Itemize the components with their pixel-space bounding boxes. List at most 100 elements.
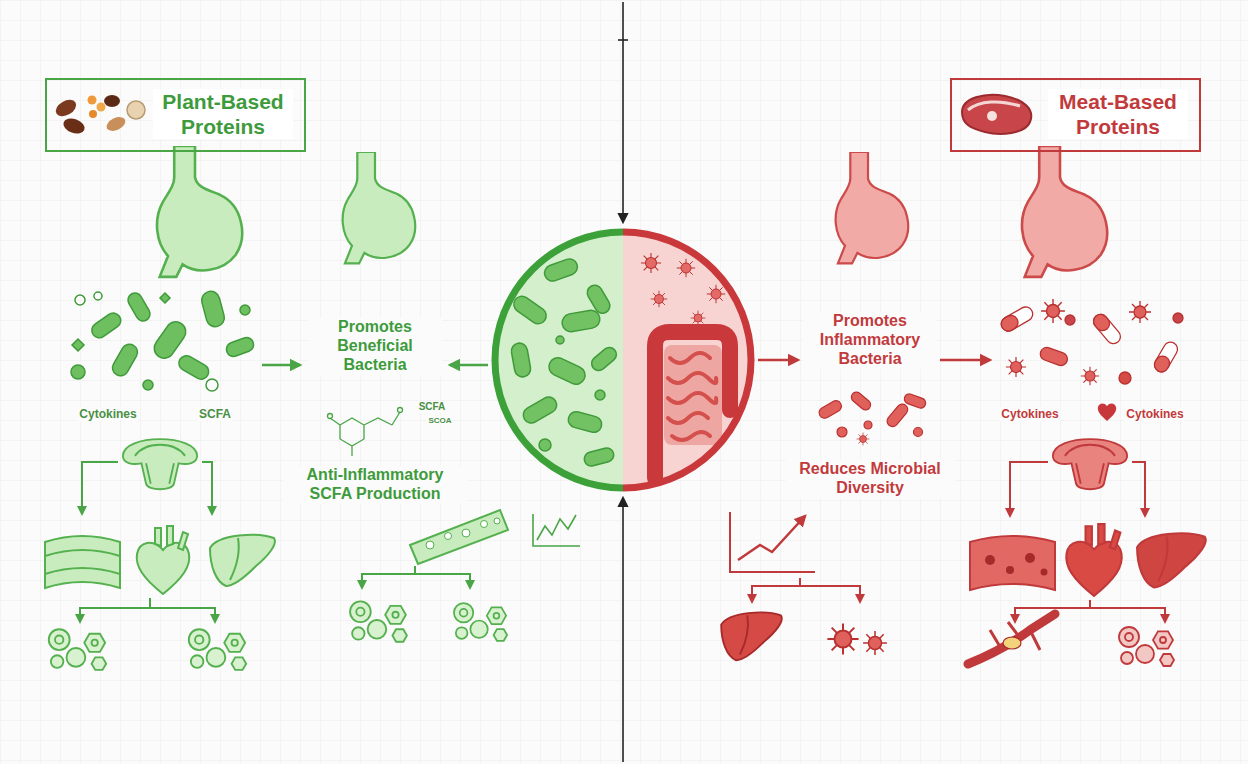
marker-label: Cytokines: [1124, 407, 1185, 421]
plant-food-icon: [127, 101, 145, 119]
inflammatory-bacteria: [914, 428, 923, 437]
beneficial-bacteria: [589, 345, 619, 374]
beneficial-bacteria: [595, 390, 605, 400]
cell-cluster: [350, 601, 407, 641]
virus-icon: [827, 623, 858, 654]
inflammatory-bacteria: [1173, 313, 1183, 323]
inflammatory-bacteria: [864, 421, 872, 429]
trend-chart-icon: [730, 512, 815, 572]
marker-label: SCFA: [197, 407, 233, 421]
beneficial-bacteria: [511, 293, 550, 327]
organ-icon: [45, 439, 275, 594]
organ-icon: [45, 536, 120, 588]
plant-food-icon: [88, 96, 97, 105]
branch-arrow: [1090, 608, 1165, 622]
branch-arrow: [752, 578, 860, 602]
virus-icon: [827, 623, 886, 654]
beneficial-bacteria: [583, 446, 616, 467]
bacteria-cluster: [125, 291, 152, 324]
blood-vessel-icon: [494, 518, 500, 524]
bacteria-cluster: [206, 379, 218, 391]
meat-icon: [968, 102, 1020, 110]
branch-arrow: [752, 578, 800, 602]
blood-vessel-icon: [410, 510, 508, 564]
damaged-organ-icon: [721, 612, 782, 660]
artery-plaque-icon: [1003, 637, 1021, 649]
trend-chart-icon: [533, 514, 580, 546]
organ-icon: [210, 535, 275, 586]
inflammatory-bacteria: [1129, 301, 1151, 323]
bacteria-cluster: [89, 310, 124, 341]
effect-label: Anti-Inflammatory SCFA Production: [283, 466, 467, 504]
beneficial-bacteria: [561, 309, 602, 333]
intestine-icon: [655, 332, 730, 478]
flow-arrow: [940, 359, 990, 362]
organ-icon: [1025, 553, 1035, 563]
inflammatory-bacteria: [857, 433, 870, 446]
branch-arrow: [1132, 462, 1145, 516]
branch-arrow: [415, 574, 470, 588]
cell-cluster: [1119, 627, 1174, 666]
inflammatory-bacteria: [903, 393, 927, 410]
effect-label: Reduces Microbial Diversity: [786, 460, 955, 498]
gut-circle: [495, 232, 751, 488]
molecule-icon: [328, 414, 333, 419]
inflammatory-bacteria: [817, 399, 843, 421]
inflammatory-bacteria: [1041, 299, 1065, 323]
inflammatory-microbes: [677, 259, 695, 277]
marker-label: Cytokines: [77, 407, 138, 421]
bacteria-cluster: [75, 295, 85, 305]
damaged-organ-icon: [721, 612, 782, 660]
bacteria-cluster: [110, 341, 141, 378]
organ-icon: [1041, 569, 1048, 576]
branch-arrow: [80, 462, 215, 622]
trend-chart-icon: [738, 516, 805, 560]
stomach-icon: [836, 146, 1107, 277]
organ-icon: [985, 555, 995, 565]
inflammatory-bacteria: [1081, 367, 1099, 385]
stomach-icon: [1022, 146, 1107, 277]
meat-icon: [962, 95, 1031, 134]
effect-label: Promotes Inflammatory Bacteria: [803, 312, 937, 369]
stomach-icon: [836, 152, 908, 263]
inflammatory-bacteria: [817, 390, 927, 445]
beneficial-bacteria: [510, 257, 619, 468]
inflammatory-bacteria: [999, 313, 1021, 334]
branch-arrow: [80, 598, 150, 622]
inflammatory-bacteria: [1091, 311, 1124, 346]
gut-circle: [623, 232, 751, 488]
inflammatory-microbes: [707, 285, 725, 303]
protein-source-box: Meat-Based Proteins: [950, 78, 1201, 152]
inflammatory-bacteria: [1152, 340, 1180, 375]
beneficial-bacteria: [556, 336, 564, 344]
organ-icon: [1053, 439, 1127, 489]
bacteria-cluster: [176, 353, 211, 382]
stomach-icon: [343, 152, 415, 263]
beneficial-bacteria: [510, 342, 532, 378]
bacteria-cluster: [224, 336, 255, 359]
cell-cluster: [454, 603, 507, 641]
cell-cluster: [1119, 627, 1174, 666]
blood-vessel-icon: [426, 518, 500, 549]
cell-cluster: [189, 629, 246, 670]
beneficial-bacteria: [546, 355, 588, 387]
plant-food-icon: [53, 96, 79, 119]
blood-vessel-icon: [462, 529, 470, 537]
heart-icon: [1098, 403, 1116, 421]
inflammatory-bacteria: [999, 304, 1035, 333]
organ-icon: [970, 439, 1206, 596]
trend-chart-icon: [533, 514, 580, 546]
molecule-icon: [398, 408, 403, 413]
cell-cluster: [350, 601, 507, 641]
flow-arrow: [758, 359, 798, 362]
beneficial-bacteria: [567, 410, 604, 434]
plant-food-icon: [89, 110, 97, 118]
intestine-icon: [664, 345, 722, 445]
organ-icon: [1006, 566, 1014, 574]
marker-label: SCFA: [417, 401, 448, 413]
flow-arrow: [262, 364, 300, 367]
box-title: Meat-Based Proteins: [1048, 89, 1188, 139]
blood-vessel-icon: [445, 533, 452, 540]
